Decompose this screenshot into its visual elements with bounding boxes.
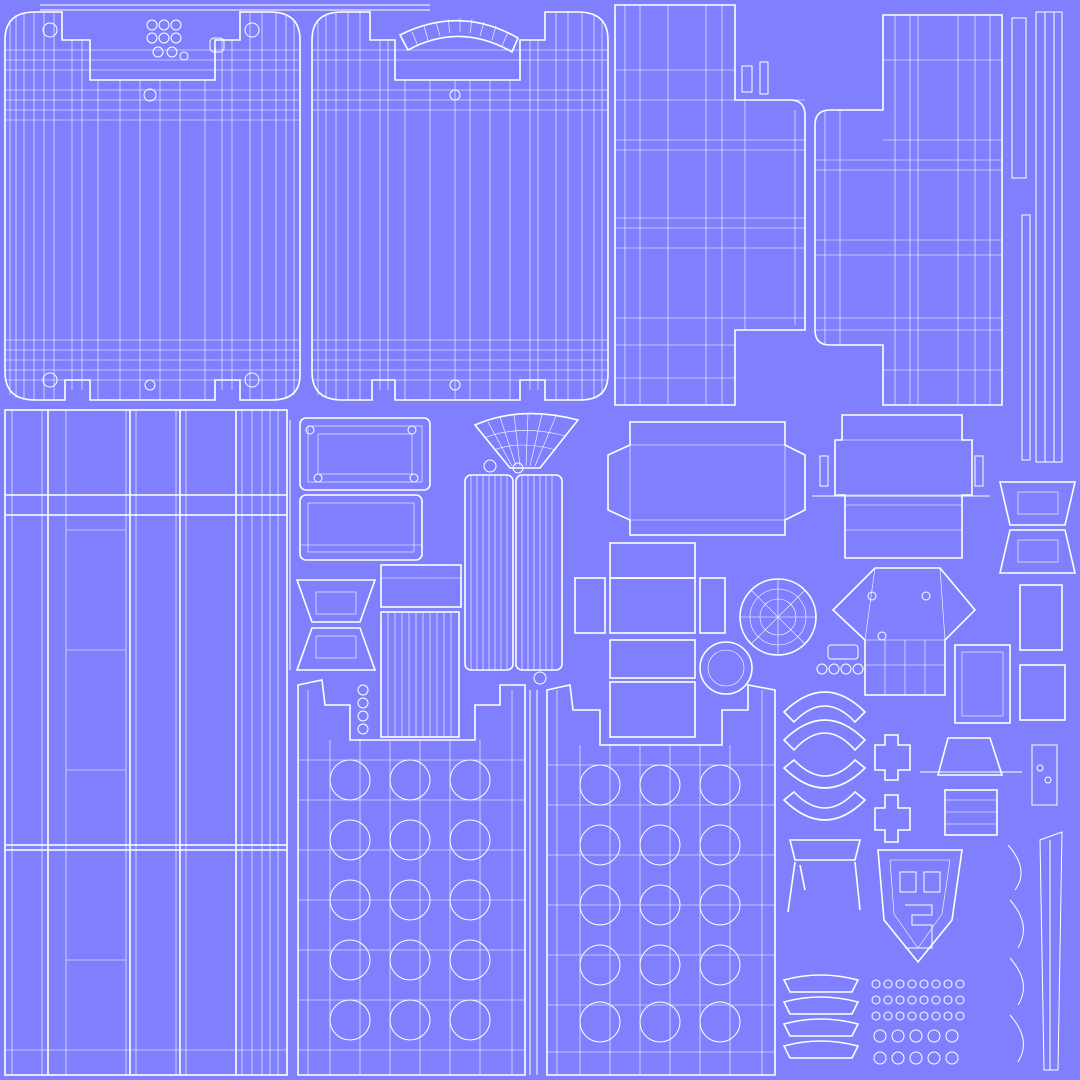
cylinder-strip-a (464, 474, 514, 671)
vertical-strips-far-right (1011, 11, 1063, 463)
bevel-island-b (295, 627, 377, 671)
thin-divider-strips (289, 420, 538, 1075)
stool-part (787, 839, 862, 913)
plus-unwrap-pair (874, 734, 911, 843)
panel-top-middle (311, 11, 609, 401)
bevel-tray-a (998, 481, 1077, 526)
fan-island (473, 412, 580, 474)
cross-unwrap (574, 542, 726, 738)
arc-strip-top (398, 18, 520, 54)
panel-grid-right-a (614, 4, 806, 406)
box-island-a (299, 417, 431, 491)
honeycomb-panel-right (546, 684, 776, 1076)
radial-disc (739, 578, 817, 656)
curved-strips-far-right (1007, 831, 1063, 1071)
honeycomb-panel-left (297, 679, 526, 1076)
small-parts-cluster (871, 979, 965, 1065)
ribbed-island (380, 611, 460, 738)
bracket-right (1031, 744, 1058, 806)
bevel-tray-b (998, 529, 1077, 574)
bevel-island-a (295, 579, 377, 623)
shield-badge (877, 849, 963, 964)
box-island-c (380, 564, 462, 608)
button-cluster (816, 644, 864, 675)
cap-block (920, 737, 1022, 836)
wire-cluster-icon (146, 19, 189, 61)
small-ring-stack (357, 684, 369, 735)
cylinder-strip-b (515, 474, 563, 685)
box-unwrap-b (812, 414, 990, 559)
panel-tall-left (4, 409, 288, 1076)
panel-grid-right-b (814, 14, 1003, 406)
small-oval-part (209, 37, 225, 53)
top-strip (40, 4, 430, 11)
small-panel-right (954, 584, 1066, 724)
arc-bands (782, 691, 867, 821)
box-island-b (299, 494, 423, 561)
cap-unwrap (831, 567, 977, 696)
stacked-pads (782, 974, 860, 1059)
ring-part (699, 641, 753, 695)
panel-top-left (4, 11, 301, 401)
box-unwrap-a (607, 421, 806, 536)
